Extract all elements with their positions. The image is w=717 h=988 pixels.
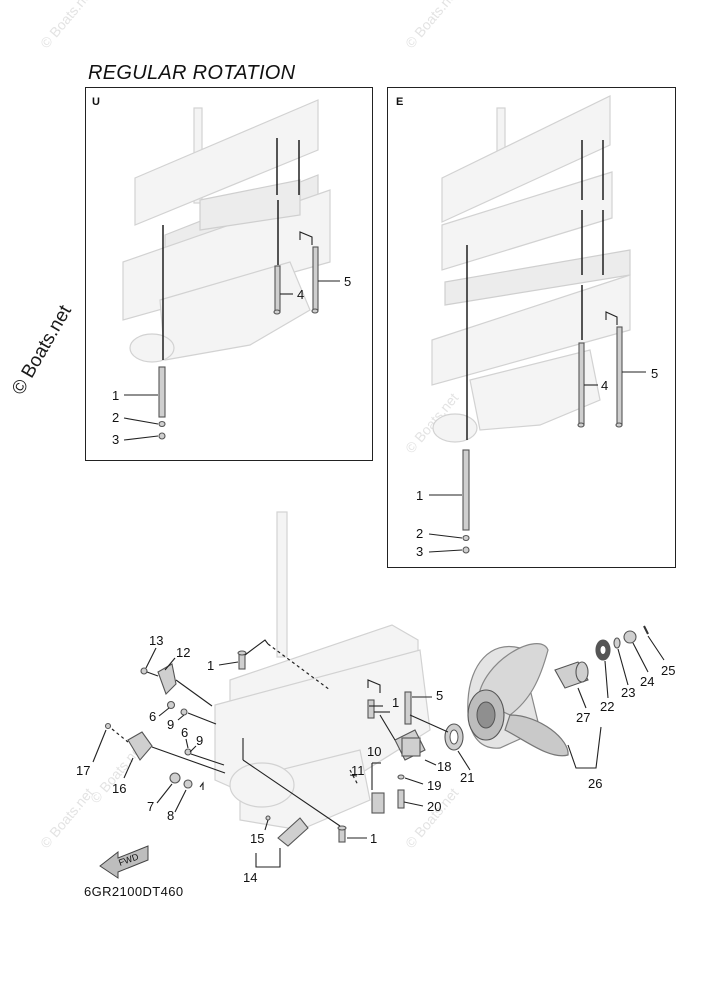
callout-main-24: 24 xyxy=(640,674,654,689)
inset-e-callouts: 1 2 3 4 5 xyxy=(416,366,658,559)
callout-main-12: 12 xyxy=(176,645,190,660)
callout-main-6b: 6 xyxy=(181,725,188,740)
callout-main-18: 18 xyxy=(437,759,451,774)
callout-main-21: 21 xyxy=(460,770,474,785)
inset-e-housing xyxy=(431,95,631,443)
inset-e-label: E xyxy=(396,96,404,108)
inset-u-frame: U xyxy=(85,87,373,461)
callout-main-8: 8 xyxy=(167,808,174,823)
callout-u-1: 1 xyxy=(112,388,119,403)
inset-u-parts xyxy=(158,138,319,440)
callout-main-13: 13 xyxy=(149,633,163,648)
callout-u-5: 5 xyxy=(344,274,351,289)
callout-main-1a: 1 xyxy=(207,658,214,673)
main-parts xyxy=(104,625,649,847)
main-callouts: 1 1 1 5 6 6 7 8 9 9 10 11 12 13 14 15 16 xyxy=(76,633,675,885)
callout-main-22: 22 xyxy=(600,699,614,714)
callout-e-3: 3 xyxy=(416,544,423,559)
callout-main-1c: 1 xyxy=(370,831,377,846)
inset-u-callouts: 1 2 3 4 5 xyxy=(112,274,351,447)
callout-main-16: 16 xyxy=(112,781,126,796)
inset-e-frame: E xyxy=(387,87,676,568)
callout-main-7: 7 xyxy=(147,799,154,814)
callout-main-14: 14 xyxy=(243,870,257,885)
callout-e-5: 5 xyxy=(651,366,658,381)
callout-main-6a: 6 xyxy=(149,709,156,724)
callout-u-3: 3 xyxy=(112,432,119,447)
callout-e-1: 1 xyxy=(416,488,423,503)
callout-main-17: 17 xyxy=(76,763,90,778)
callout-main-19: 19 xyxy=(427,778,441,793)
inset-u-housing xyxy=(122,99,331,363)
fwd-arrow: FWD xyxy=(99,845,149,879)
callout-main-11: 11 xyxy=(351,763,365,778)
diagram-title: REGULAR ROTATION xyxy=(88,62,296,84)
callout-main-25: 25 xyxy=(661,663,675,678)
callout-main-9a: 9 xyxy=(167,717,174,732)
main-housing xyxy=(214,511,431,831)
callout-main-20: 20 xyxy=(427,799,441,814)
callout-e-4: 4 xyxy=(601,378,608,393)
callout-main-23: 23 xyxy=(621,685,635,700)
callout-main-27: 27 xyxy=(576,710,590,725)
callout-main-26: 26 xyxy=(588,776,602,791)
inset-e-parts xyxy=(462,140,623,554)
callout-main-9b: 9 xyxy=(196,733,203,748)
callout-u-4: 4 xyxy=(297,287,304,302)
callout-e-2: 2 xyxy=(416,526,423,541)
callout-main-5: 5 xyxy=(436,688,443,703)
callout-main-15: 15 xyxy=(250,831,264,846)
callout-u-2: 2 xyxy=(112,410,119,425)
callout-main-1b: 1 xyxy=(392,695,399,710)
inset-u-label: U xyxy=(92,96,100,108)
diagram-code: 6GR2100DT460 xyxy=(84,884,184,899)
callout-main-10: 10 xyxy=(367,744,381,759)
